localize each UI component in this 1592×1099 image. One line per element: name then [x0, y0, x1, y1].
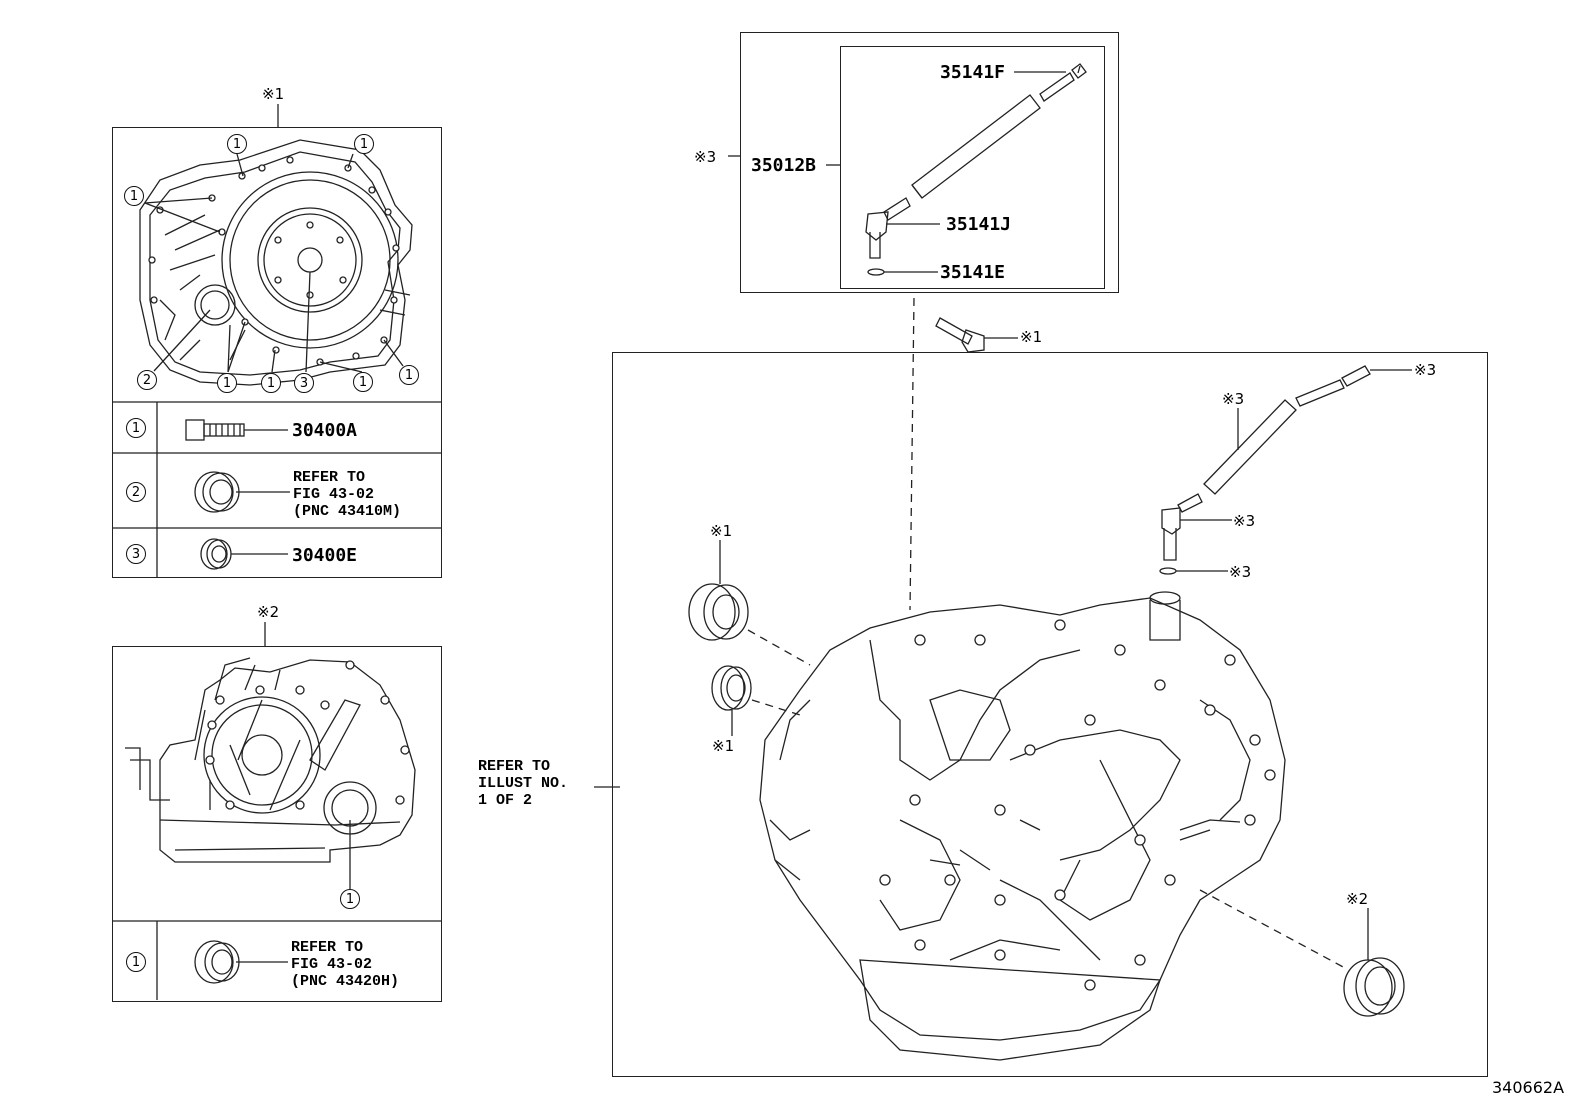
- ref-mark-union: ※3: [1233, 512, 1256, 530]
- ref-mark-detail: ※3: [694, 148, 717, 166]
- assembly-pipe-drawing: [1159, 365, 1412, 575]
- refer-illust-note: REFER TO ILLUST NO. 1 OF 2: [478, 758, 568, 809]
- refer-note-43410M: REFER TO FIG 43-02 (PNC 43410M): [293, 469, 401, 520]
- illust-line[interactable]: ILLUST NO.: [478, 775, 569, 792]
- ref-mark-seal-left-2: ※1: [712, 737, 735, 755]
- callout-1: 1: [354, 134, 374, 154]
- legend-key-3: 3: [126, 544, 146, 564]
- rear-bolt-holes: [205, 660, 410, 810]
- part-number-35141F[interactable]: 35141F: [940, 62, 1006, 83]
- rear-view-box: [112, 646, 442, 1002]
- callout-1: 1: [124, 186, 144, 206]
- hose-detail-inner-box: [840, 46, 1105, 289]
- ref-mark-gasket: ※3: [1229, 563, 1252, 581]
- callout-1: 1: [353, 372, 373, 392]
- front-view-box: [112, 127, 442, 578]
- ref-mark-box2: ※2: [257, 603, 280, 621]
- ref-mark-seal-left-1: ※1: [710, 522, 733, 540]
- callout-1: 1: [340, 889, 360, 909]
- part-number-35141J[interactable]: 35141J: [946, 214, 1012, 235]
- pnc-line[interactable]: (PNC 43420H): [291, 973, 400, 990]
- cooler-pipe-drawing: [865, 63, 1087, 276]
- fig-line[interactable]: FIG 43-02: [291, 956, 373, 973]
- seal-left-2: [711, 665, 801, 736]
- callout-1: 1: [227, 134, 247, 154]
- part-number-35141E[interactable]: 35141E: [940, 262, 1006, 283]
- page-line: 1 OF 2: [478, 792, 533, 809]
- fig-line[interactable]: FIG 43-02: [293, 486, 375, 503]
- seal-right: [1199, 889, 1405, 1017]
- bolt-30400A-drawing: [185, 419, 288, 441]
- callout-2: 2: [137, 370, 157, 390]
- refer-line: REFER TO: [291, 939, 364, 956]
- callout-1: 1: [399, 365, 419, 385]
- bolt-drawing-main: [935, 317, 1018, 353]
- main-assembly-box: [612, 352, 1488, 1077]
- ref-mark-seal-right: ※2: [1346, 890, 1369, 908]
- refer-line: REFER TO: [478, 758, 551, 775]
- figure-id: 340662A: [1492, 1078, 1565, 1097]
- callout-1: 1: [217, 373, 237, 393]
- oil-seal-30400E-drawing: [200, 538, 288, 570]
- pnc-line[interactable]: (PNC 43410M): [293, 503, 402, 520]
- legend-key-2: 2: [126, 482, 146, 502]
- oil-seal-43420H-drawing: [194, 940, 288, 984]
- part-number-30400A[interactable]: 30400A: [292, 420, 358, 441]
- oil-seal-43410M-drawing: [194, 471, 290, 513]
- housing-bolt-holes: [148, 156, 400, 366]
- callout-3: 3: [294, 373, 314, 393]
- ref-mark-pipe-end: ※3: [1414, 361, 1437, 379]
- ref-mark-bolt: ※1: [1020, 328, 1043, 346]
- ref-mark-box1: ※1: [262, 85, 285, 103]
- assembly-bolt-heads: [879, 619, 1276, 991]
- legend-key-1: 1: [126, 418, 146, 438]
- legend-key-1: 1: [126, 952, 146, 972]
- part-number-30400E[interactable]: 30400E: [292, 545, 358, 566]
- refer-note-43420H: REFER TO FIG 43-02 (PNC 43420H): [291, 939, 399, 990]
- part-number-35012B[interactable]: 35012B: [751, 155, 817, 176]
- seal-left-1: [688, 540, 811, 666]
- hose-detail-outer-box: [740, 32, 1119, 293]
- callout-1: 1: [261, 373, 281, 393]
- refer-line: REFER TO: [293, 469, 366, 486]
- transaxle-front-view: [139, 139, 413, 386]
- ref-mark-pipe: ※3: [1222, 390, 1245, 408]
